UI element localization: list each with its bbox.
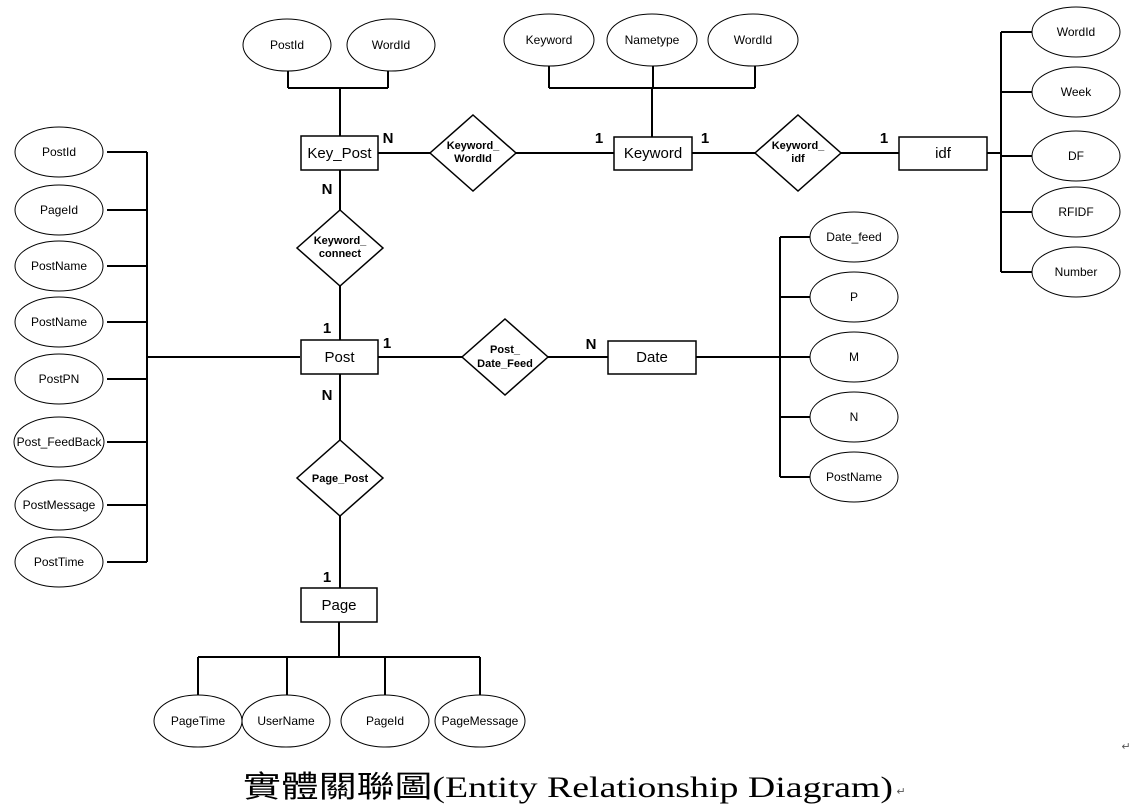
entity-key-post: Key_Post — [300, 135, 379, 171]
attribute-idf-number: Number — [1031, 246, 1121, 298]
attribute-post-postname-2: PostName — [14, 296, 104, 348]
attribute-keyword-nametype: Nametype — [606, 13, 698, 67]
attribute-date-postname: PostName — [809, 451, 899, 503]
relationship-label: WordId — [454, 153, 492, 165]
relationship-label: Keyword_ — [314, 235, 367, 247]
attribute-post-postname: PostName — [14, 240, 104, 292]
relationship-page-post: Page_Post — [295, 438, 385, 518]
entity-page: Page — [300, 587, 378, 623]
attribute-label: RFIDF — [1058, 205, 1093, 219]
attribute-label: Number — [1055, 265, 1098, 279]
attribute-idf-rfidf: RFIDF — [1031, 186, 1121, 238]
attribute-post-postpn: PostPN — [14, 353, 104, 405]
attribute-date-p: P — [809, 271, 899, 323]
attribute-key-post-postid: PostId — [242, 18, 332, 72]
entity-post: Post — [300, 339, 379, 375]
cardinality-label: 1 — [880, 130, 888, 147]
attribute-label: PostName — [31, 259, 87, 273]
attribute-date-m: M — [809, 331, 899, 383]
attribute-label: N — [850, 410, 859, 424]
attribute-key-post-wordid: WordId — [346, 18, 436, 72]
attribute-post-postmessage: PostMessage — [14, 479, 104, 531]
entity-idf: idf — [898, 136, 988, 171]
attribute-label: Keyword — [526, 33, 573, 47]
relationship-label: connect — [319, 248, 362, 260]
relationship-keyword-idf: Keyword_ idf — [753, 113, 843, 193]
attribute-label: Post_FeedBack — [17, 435, 103, 449]
cardinality-label: N — [586, 336, 597, 353]
attribute-page-pagetime: PageTime — [153, 694, 243, 748]
attribute-label: PageId — [366, 714, 404, 728]
attribute-idf-df: DF — [1031, 130, 1121, 182]
entity-label: Post — [324, 349, 355, 366]
cardinality-label: 1 — [701, 130, 709, 147]
attribute-label: PostId — [270, 38, 304, 52]
attribute-post-posttime: PostTime — [14, 536, 104, 588]
cardinality-label: N — [383, 130, 394, 147]
attribute-label: PostPN — [39, 372, 80, 386]
attribute-keyword-keyword: Keyword — [503, 13, 595, 67]
attribute-label: PostTime — [34, 555, 85, 569]
connector-lines — [107, 31, 1034, 698]
relationship-post-date-feed: Post_ Date_Feed — [460, 317, 550, 397]
paragraph-mark-icon: ↵ — [1121, 740, 1130, 753]
cardinality-label: N — [322, 181, 333, 198]
attribute-label: WordId — [1057, 25, 1095, 39]
relationship-keyword-connect: Keyword_ connect — [295, 208, 385, 288]
paragraph-mark-icon: ↵ — [896, 785, 905, 798]
attribute-label: PostName — [31, 315, 87, 329]
cardinality-label: 1 — [323, 569, 331, 586]
cardinality-label: N — [322, 387, 333, 404]
attribute-label: UserName — [257, 714, 315, 728]
attribute-page-username: UserName — [241, 694, 331, 748]
attribute-label: Nametype — [625, 33, 680, 47]
attribute-idf-wordid: WordId — [1031, 6, 1121, 58]
attribute-post-pageid: PageId — [14, 184, 104, 236]
attribute-post-postid: PostId — [14, 126, 104, 178]
relationship-label: idf — [791, 153, 805, 165]
relationship-label: Post_ — [490, 344, 521, 356]
attribute-label: PageId — [40, 203, 78, 217]
relationship-label: Date_Feed — [477, 358, 533, 370]
attribute-keyword-wordid: WordId — [707, 13, 799, 67]
attribute-label: Date_feed — [826, 230, 881, 244]
entity-keyword: Keyword — [613, 136, 693, 171]
entity-label: Keyword — [624, 145, 682, 162]
attribute-label: PostId — [42, 145, 76, 159]
attribute-label: PostMessage — [23, 498, 96, 512]
attribute-idf-week: Week — [1031, 66, 1121, 118]
attribute-label: PageTime — [171, 714, 226, 728]
attribute-post-feedback: Post_FeedBack — [13, 416, 105, 468]
entity-label: Key_Post — [307, 145, 372, 162]
attribute-date-n: N — [809, 391, 899, 443]
diagram-caption: 實體關聯圖(Entity Relationship Diagram) — [243, 771, 893, 804]
entity-label: Page — [321, 597, 356, 614]
attribute-date-date-feed: Date_feed — [809, 211, 899, 263]
attribute-label: PostName — [826, 470, 882, 484]
attribute-label: WordId — [734, 33, 772, 47]
attribute-label: P — [850, 290, 858, 304]
relationship-label: Page_Post — [312, 473, 369, 485]
attribute-label: Week — [1061, 85, 1092, 99]
attribute-label: DF — [1068, 149, 1084, 163]
entity-label: idf — [935, 145, 952, 162]
attribute-label: M — [849, 350, 859, 364]
relationship-keyword-wordid: Keyword_ WordId — [428, 113, 518, 193]
attribute-label: WordId — [372, 38, 410, 52]
cardinality-label: 1 — [323, 320, 331, 337]
attribute-page-pageid: PageId — [340, 694, 430, 748]
attribute-label: PageMessage — [442, 714, 519, 728]
cardinality-label: 1 — [383, 335, 391, 352]
entity-date: Date — [607, 340, 697, 375]
attribute-page-pagemessage: PageMessage — [434, 694, 526, 748]
cardinality-label: 1 — [595, 130, 603, 147]
relationship-label: Keyword_ — [447, 140, 500, 152]
entity-label: Date — [636, 349, 668, 366]
relationship-label: Keyword_ — [772, 140, 825, 152]
